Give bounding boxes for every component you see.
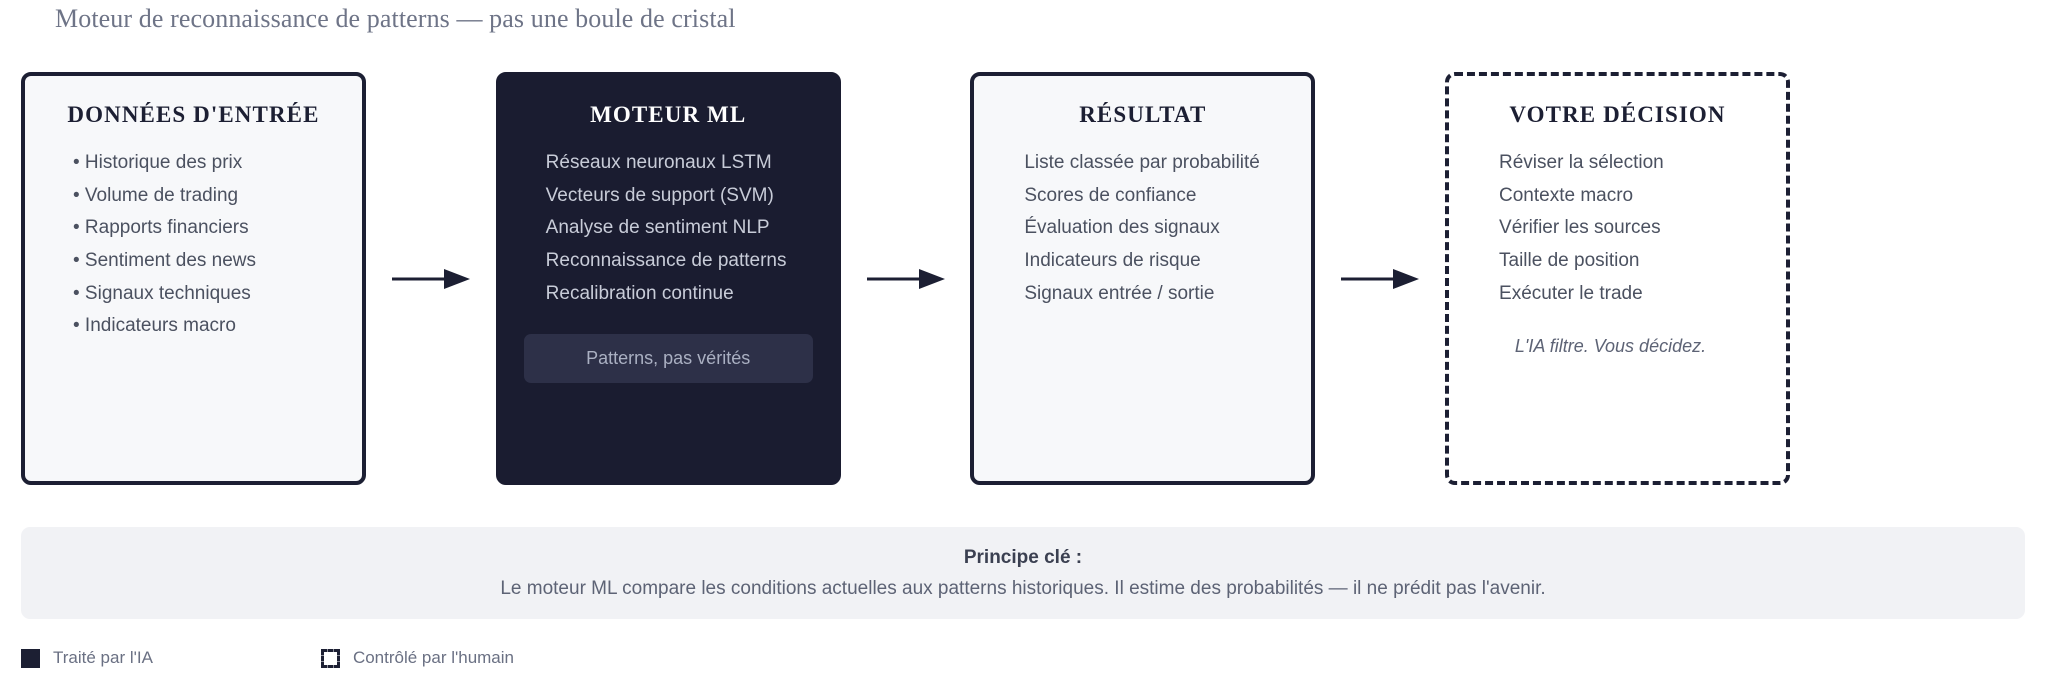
list-item: • Historique des prix: [73, 152, 243, 174]
list-item: Liste classée par probabilité: [1024, 152, 1260, 174]
flow-diagram: DONNÉES D'ENTRÉE • Historique des prix •…: [21, 72, 1791, 485]
list-item: Recalibration continue: [545, 282, 734, 304]
arrow-engine-to-output: [841, 72, 971, 485]
list-item: Vérifier les sources: [1499, 217, 1661, 239]
card-output-list: Liste classée par probabilité Scores de …: [996, 147, 1289, 310]
arrow-right-icon: [1341, 268, 1420, 290]
card-engine-list: Réseaux neuronaux LSTM Vecteurs de suppo…: [522, 147, 815, 310]
list-item: Reconnaissance de patterns: [545, 250, 787, 272]
list-item: • Rapports financiers: [73, 217, 249, 239]
card-input-title: DONNÉES D'ENTRÉE: [67, 102, 320, 127]
legend-item-label: Traité par l'IA: [53, 648, 153, 667]
arrow-right-icon: [391, 268, 470, 290]
page-title: Moteur de reconnaissance de patterns — p…: [55, 4, 736, 33]
arrow-output-to-decision: [1315, 72, 1445, 485]
card-decision: VOTRE DÉCISION Réviser la sélection Cont…: [1445, 72, 1791, 485]
list-item: • Volume de trading: [73, 184, 239, 206]
list-item: Réseaux neuronaux LSTM: [545, 152, 772, 174]
list-item: • Indicateurs macro: [73, 315, 236, 337]
dashed-square-icon: [320, 648, 340, 668]
principle-text: Le moteur ML compare les conditions actu…: [500, 577, 1546, 599]
arrow-input-to-engine: [366, 72, 496, 485]
list-item: • Sentiment des news: [73, 250, 257, 272]
principle-label: Principe clé :: [963, 546, 1083, 568]
card-decision-list: Réviser la sélection Contexte macro Véri…: [1471, 147, 1764, 310]
list-item: Indicateurs de risque: [1024, 250, 1201, 272]
legend-item-human: Contrôlé par l'humain: [320, 648, 514, 668]
card-output-title: RÉSULTAT: [1079, 102, 1207, 127]
list-item: Contexte macro: [1499, 184, 1634, 206]
engine-badge: Patterns, pas vérités: [523, 334, 813, 384]
legend-item-ai: Traité par l'IA: [21, 648, 153, 668]
card-input: DONNÉES D'ENTRÉE • Historique des prix •…: [21, 72, 366, 485]
decision-footnote: L'IA filtre. Vous décidez.: [1514, 336, 1707, 357]
list-item: Analyse de sentiment NLP: [545, 217, 770, 239]
list-item: Évaluation des signaux: [1024, 217, 1220, 239]
list-item: • Signaux techniques: [73, 282, 251, 304]
card-engine: MOTEUR ML Réseaux neuronaux LSTM Vecteur…: [495, 72, 841, 485]
list-item: Signaux entrée / sortie: [1024, 282, 1215, 304]
card-engine-title: MOTEUR ML: [590, 102, 747, 127]
legend: Traité par l'IA Contrôlé par l'humain: [21, 648, 514, 668]
principle-bar: Principe clé : Le moteur ML compare les …: [21, 527, 2025, 619]
list-item: Scores de confiance: [1024, 184, 1197, 206]
card-output: RÉSULTAT Liste classée par probabilité S…: [970, 72, 1316, 485]
legend-item-label: Contrôlé par l'humain: [352, 648, 514, 667]
card-decision-title: VOTRE DÉCISION: [1509, 102, 1726, 127]
card-input-list: • Historique des prix • Volume de tradin…: [47, 147, 340, 343]
list-item: Réviser la sélection: [1499, 152, 1664, 174]
filled-square-icon: [21, 648, 40, 668]
arrow-right-icon: [866, 268, 945, 290]
list-item: Vecteurs de support (SVM): [545, 184, 774, 206]
list-item: Exécuter le trade: [1499, 282, 1643, 304]
list-item: Taille de position: [1499, 250, 1640, 272]
